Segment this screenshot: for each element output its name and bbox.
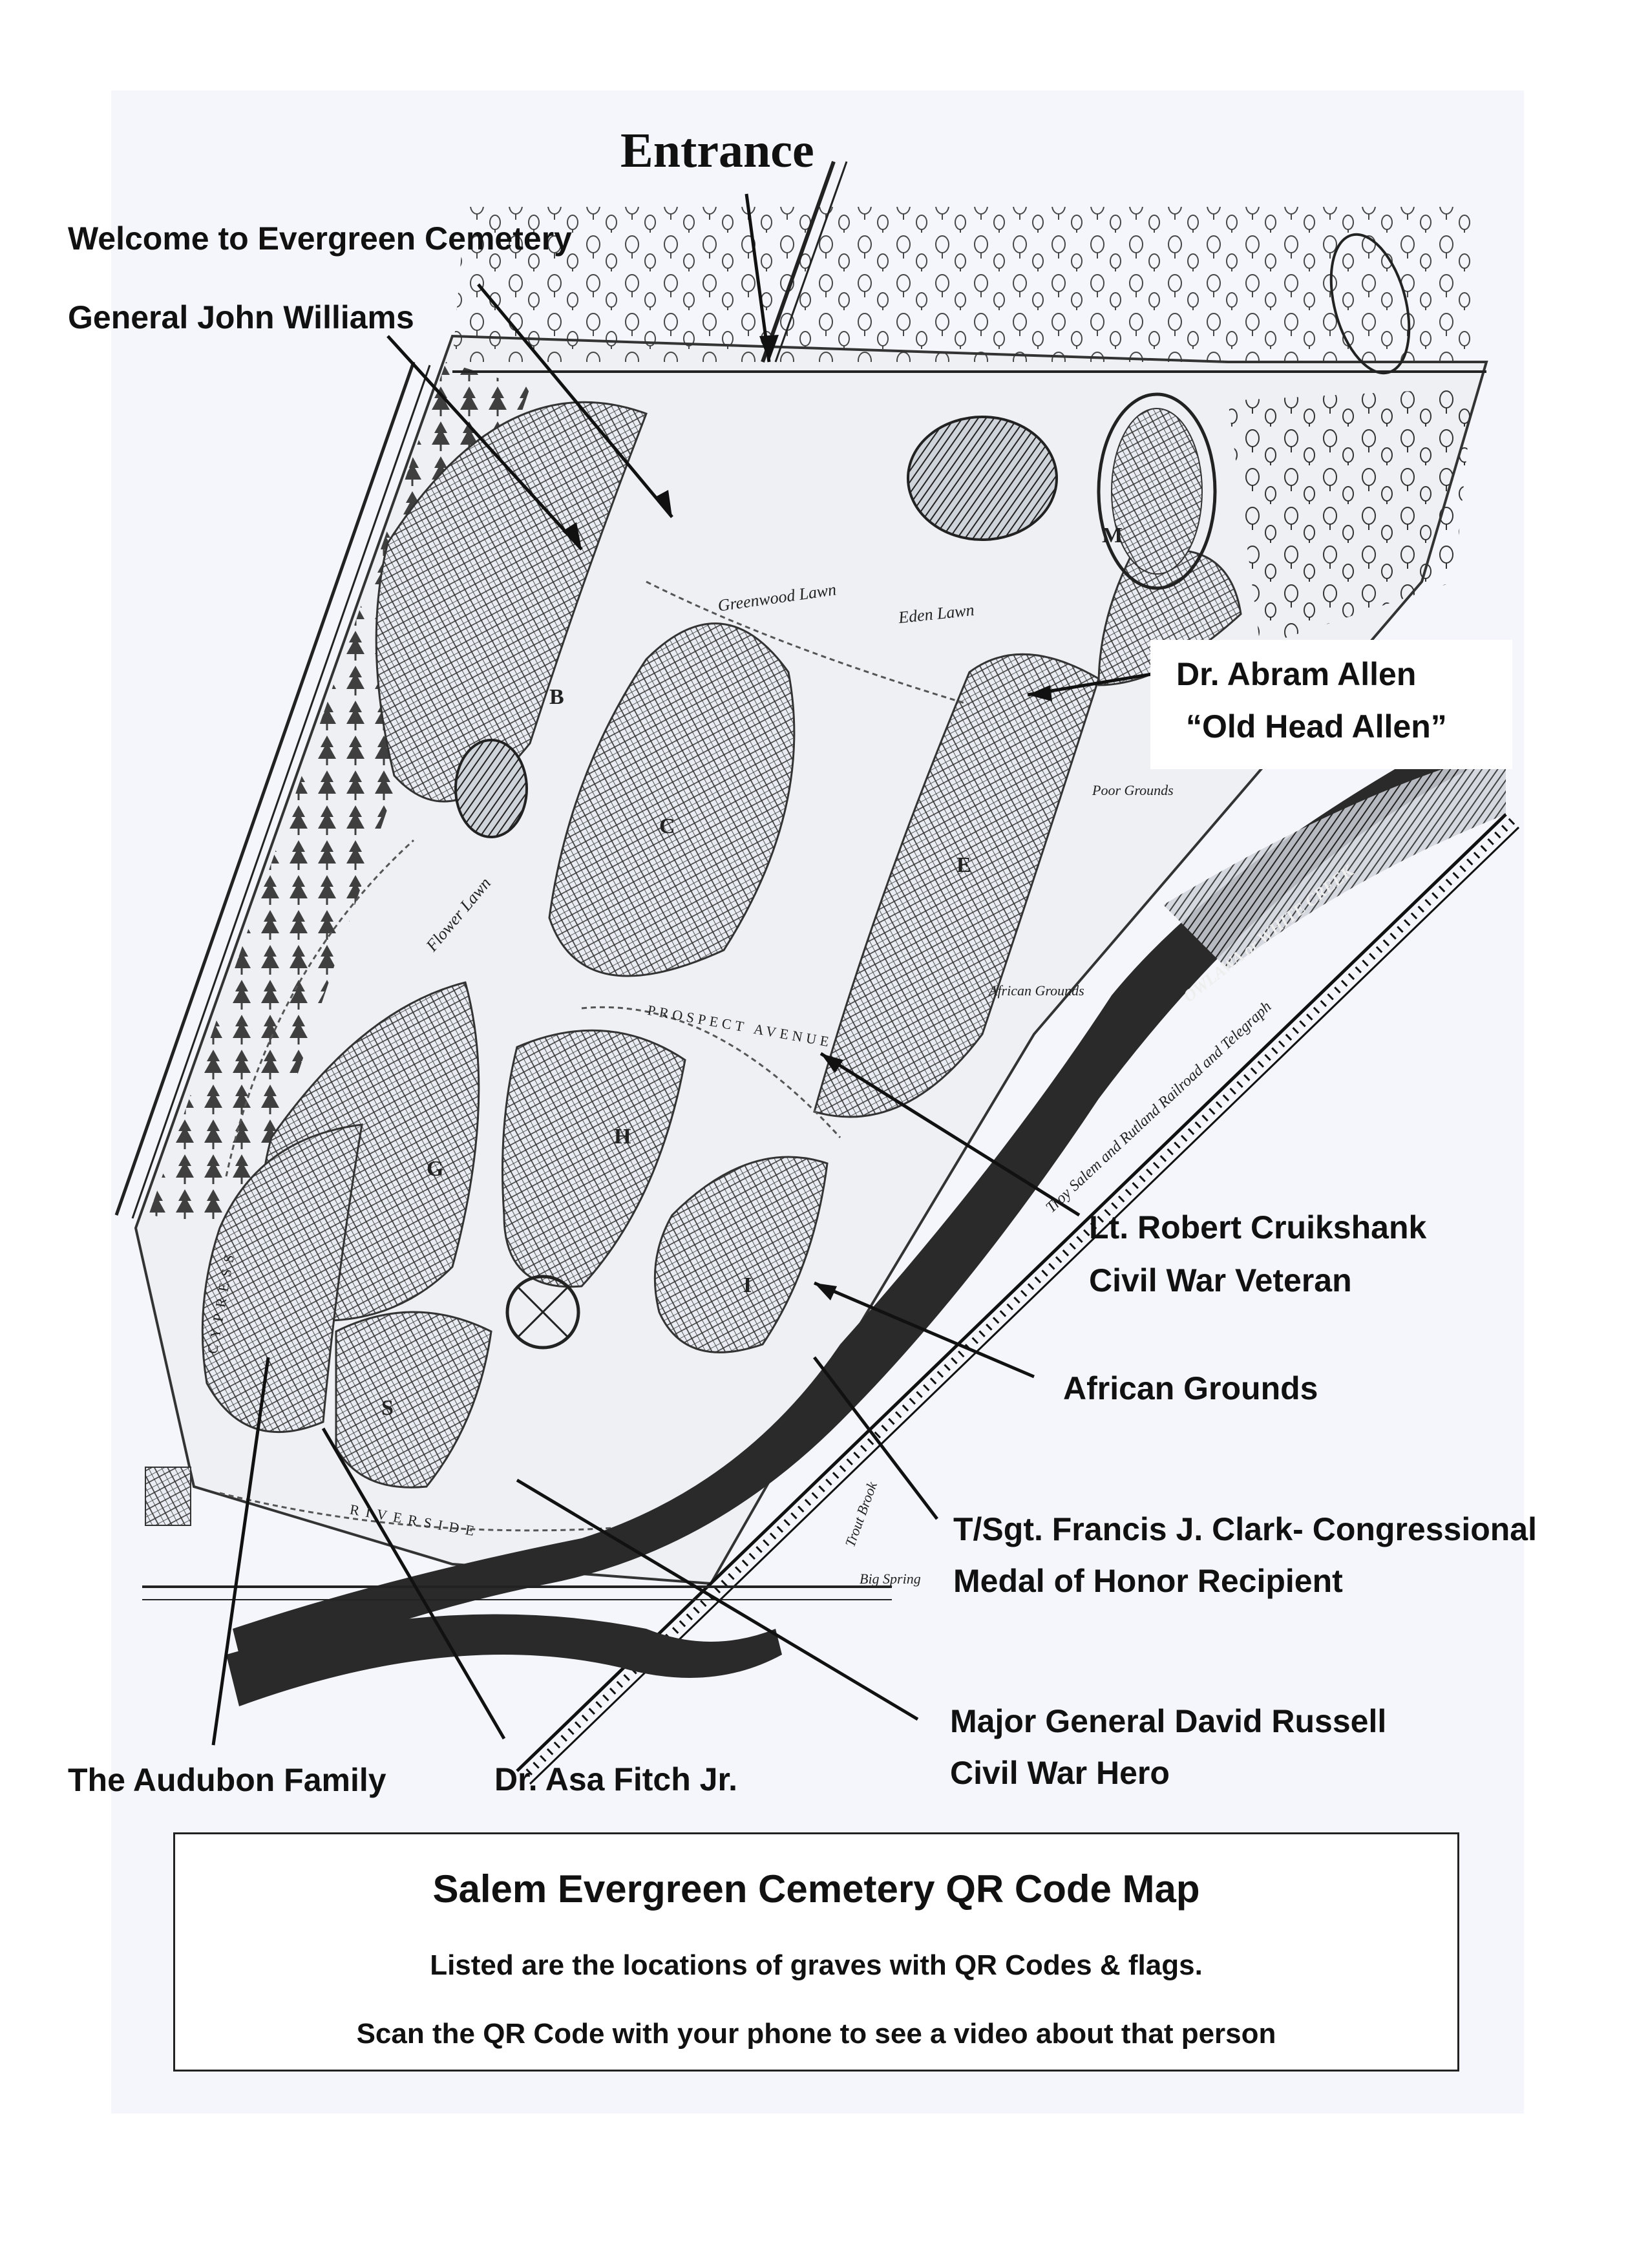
section-letter-m: M: [1102, 524, 1123, 547]
white-creek: [233, 711, 1512, 1680]
legend-title: Salem Evergreen Cemetery QR Code Map: [432, 1867, 1200, 1911]
section-letter-g: G: [427, 1157, 444, 1181]
building-sw: [145, 1467, 191, 1526]
big-spring-label: Big Spring: [860, 1571, 921, 1587]
welcome-label: Welcome to Evergreen Cemetery: [68, 220, 572, 257]
african-grounds-map-label: African Grounds: [989, 982, 1084, 999]
legend-line1: Listed are the locations of graves with …: [430, 1949, 1203, 1981]
pond-west: [454, 739, 528, 838]
section-letter-b: B: [549, 685, 564, 709]
audubon-label: The Audubon Family: [68, 1762, 386, 1798]
legend-box: Salem Evergreen Cemetery QR Code Map Lis…: [173, 1832, 1459, 2072]
creek-bank: [1163, 750, 1506, 970]
clark-label-line2: Medal of Honor Recipient: [953, 1563, 1343, 1599]
entrance-label: Entrance: [620, 123, 814, 178]
pointer-arrowheads: [562, 335, 1052, 1300]
tree-belt-east: [1228, 388, 1474, 646]
south-creek: [226, 1614, 782, 1706]
avenue-west: [225, 839, 415, 1177]
section-e: [813, 653, 1100, 1118]
section-h: [502, 1029, 686, 1288]
circle-plot: [505, 1275, 580, 1350]
avenue-union: [646, 580, 970, 706]
railroad-track: [516, 813, 1507, 1772]
clark-label-line1: T/Sgt. Francis J. Clark- Congressional: [953, 1511, 1537, 1547]
section-letter-h: H: [614, 1125, 631, 1149]
allen-label-backdrop: [1150, 640, 1512, 769]
pond-north: [907, 416, 1058, 541]
section-s: [335, 1311, 492, 1489]
fitch-label: Dr. Asa Fitch Jr.: [494, 1761, 738, 1797]
pointer-lines: [211, 193, 1164, 1746]
oval-m: [1097, 392, 1217, 590]
oval-northeast: [1329, 233, 1411, 375]
african-grounds-label: African Grounds: [1063, 1370, 1318, 1406]
section-c: [548, 622, 796, 977]
cruikshank-label-line2: Civil War Veteran: [1089, 1262, 1352, 1298]
section-letter-e: E: [956, 853, 971, 877]
section-b: [375, 401, 648, 803]
williams-label: General John Williams: [68, 299, 414, 335]
tree-belt-north: [452, 207, 1474, 362]
section-letter-s: S: [381, 1396, 394, 1420]
section-west: [201, 1123, 363, 1434]
allen-label-line1: Dr. Abram Allen: [1176, 656, 1417, 692]
section-letter-i: I: [743, 1273, 752, 1297]
section-i: [653, 1156, 829, 1353]
russell-label-line1: Major General David Russell: [950, 1703, 1387, 1739]
cruikshank-label-line1: Lt. Robert Cruikshank: [1089, 1209, 1427, 1245]
poor-grounds-label: Poor Grounds: [1092, 782, 1174, 798]
allen-label-line2: “Old Head Allen”: [1186, 708, 1447, 745]
section-letter-c: C: [659, 814, 675, 838]
legend-line2: Scan the QR Code with your phone to see …: [356, 2018, 1276, 2050]
russell-label-line2: Civil War Hero: [950, 1755, 1170, 1791]
